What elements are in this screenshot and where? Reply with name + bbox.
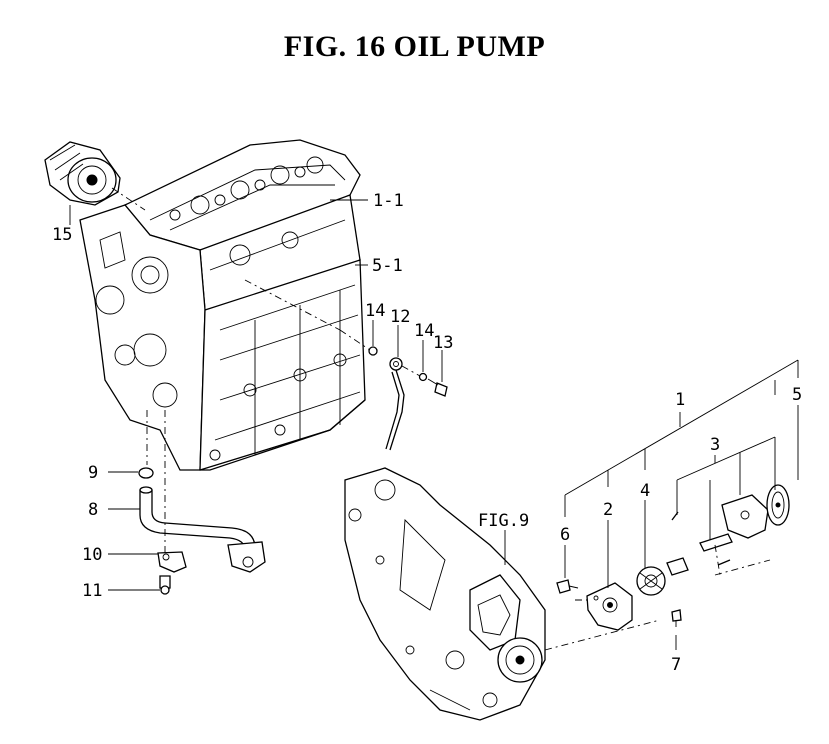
callout-2: 2 bbox=[603, 500, 613, 520]
callout-3: 3 bbox=[710, 435, 720, 455]
callout-8: 8 bbox=[88, 500, 98, 520]
callout-13: 13 bbox=[433, 333, 453, 353]
callout-15: 15 bbox=[52, 225, 72, 245]
oil-filter bbox=[44, 141, 121, 206]
callout-5: 5 bbox=[792, 385, 802, 405]
rotor bbox=[636, 566, 666, 596]
pump-body bbox=[586, 582, 633, 631]
figure-title: FIG. 16 OIL PUMP bbox=[283, 30, 546, 63]
leader-lines bbox=[69, 199, 799, 650]
callout-14-right: 14 bbox=[414, 321, 434, 341]
callout-10: 10 bbox=[82, 545, 102, 565]
bolt-6 bbox=[556, 579, 579, 594]
callout-11: 11 bbox=[82, 581, 102, 601]
callout-1: 1 bbox=[675, 390, 685, 410]
callout-1-1: 1-1 bbox=[373, 191, 404, 211]
oil-strainer-pipe bbox=[138, 467, 266, 595]
callout-fig9: FIG.9 bbox=[478, 511, 529, 531]
callout-6: 6 bbox=[560, 525, 570, 545]
engine-block bbox=[79, 139, 366, 471]
gear-5 bbox=[766, 484, 790, 526]
callout-7: 7 bbox=[671, 655, 681, 675]
callout-4: 4 bbox=[640, 481, 650, 501]
shaft-set bbox=[666, 511, 733, 576]
pump-cover bbox=[721, 494, 769, 539]
callout-12: 12 bbox=[390, 307, 410, 327]
callout-9: 9 bbox=[88, 463, 98, 483]
callout-14-left: 14 bbox=[365, 301, 385, 321]
callout-5-1: 5-1 bbox=[372, 256, 403, 276]
bolt-7 bbox=[671, 609, 682, 630]
dipstick-guide bbox=[368, 346, 448, 451]
gear-case bbox=[344, 467, 546, 721]
